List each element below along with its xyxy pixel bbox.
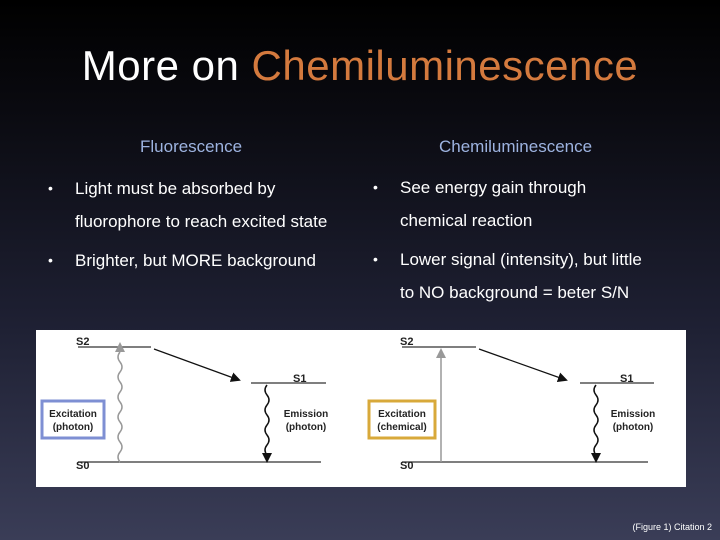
right-column-heading: Chemiluminescence (439, 137, 593, 156)
left-bullet-1-line2: fluorophore to reach excited state (75, 212, 328, 231)
emission-label-1: Emission (284, 409, 328, 420)
left-bullet-2-line1: Brighter, but MORE background (75, 251, 316, 270)
right-bullet-1-line1: See energy gain through (400, 178, 587, 197)
bullet-dot: • (48, 252, 53, 268)
bullet-dot: • (48, 180, 53, 196)
title-highlight: Chemiluminescence (251, 42, 639, 89)
bullet-dot: • (373, 251, 378, 267)
jablonski-figure: S2 S0 S1 Excitation (photon) Emission (p… (36, 330, 686, 487)
emission-wave (593, 384, 599, 456)
bullet-dot: • (373, 179, 378, 195)
jablonski-diagrams: S2 S0 S1 Excitation (photon) Emission (p… (40, 336, 655, 472)
s0-label: S0 (76, 460, 89, 472)
right-bullet-1: • See energy gain through chemical react… (373, 171, 587, 237)
s2-label: S2 (400, 336, 413, 348)
excitation-box (40, 399, 106, 440)
excitation-label-2: (chemical) (377, 422, 426, 433)
title-plain: More on (81, 42, 252, 89)
s1-label: S1 (293, 373, 306, 385)
figure-caption: (Figure 1) Citation 2 (632, 522, 712, 532)
excitation-label-1: Excitation (49, 409, 97, 420)
emission-label-1: Emission (611, 409, 655, 420)
internal-conversion-arrow (153, 348, 241, 382)
right-bullet-2-line2: to NO background = beter S/N (400, 283, 630, 302)
internal-conversion-arrow (478, 348, 568, 383)
excitation-box (367, 399, 437, 440)
emission-wave (264, 384, 270, 456)
left-bullet-1-line1: Light must be absorbed by (75, 179, 276, 198)
left-bullet-1: • Light must be absorbed by fluorophore … (48, 172, 328, 238)
excitation-label-1: Excitation (378, 409, 426, 420)
slide-title: More on Chemiluminescence (0, 42, 720, 90)
excitation-wave (117, 351, 123, 463)
left-column-heading: Fluorescence (140, 137, 243, 156)
emission-label-2: (photon) (286, 422, 327, 433)
right-bullet-2: • Lower signal (intensity), but little t… (373, 243, 642, 309)
s2-label: S2 (76, 336, 89, 348)
right-bullet-1-line2: chemical reaction (400, 211, 533, 230)
left-bullet-2: • Brighter, but MORE background (48, 244, 316, 277)
right-bullet-2-line1: Lower signal (intensity), but little (400, 250, 642, 269)
s0-label: S0 (400, 460, 413, 472)
s1-label: S1 (620, 373, 633, 385)
left-jablonski-panel: S2 S0 S1 Excitation (photon) Emission (p… (40, 336, 328, 472)
emission-label-2: (photon) (613, 422, 654, 433)
excitation-label-2: (photon) (53, 422, 94, 433)
right-jablonski-panel: S2 S0 S1 Excitation (chemical) Emission … (367, 336, 655, 472)
